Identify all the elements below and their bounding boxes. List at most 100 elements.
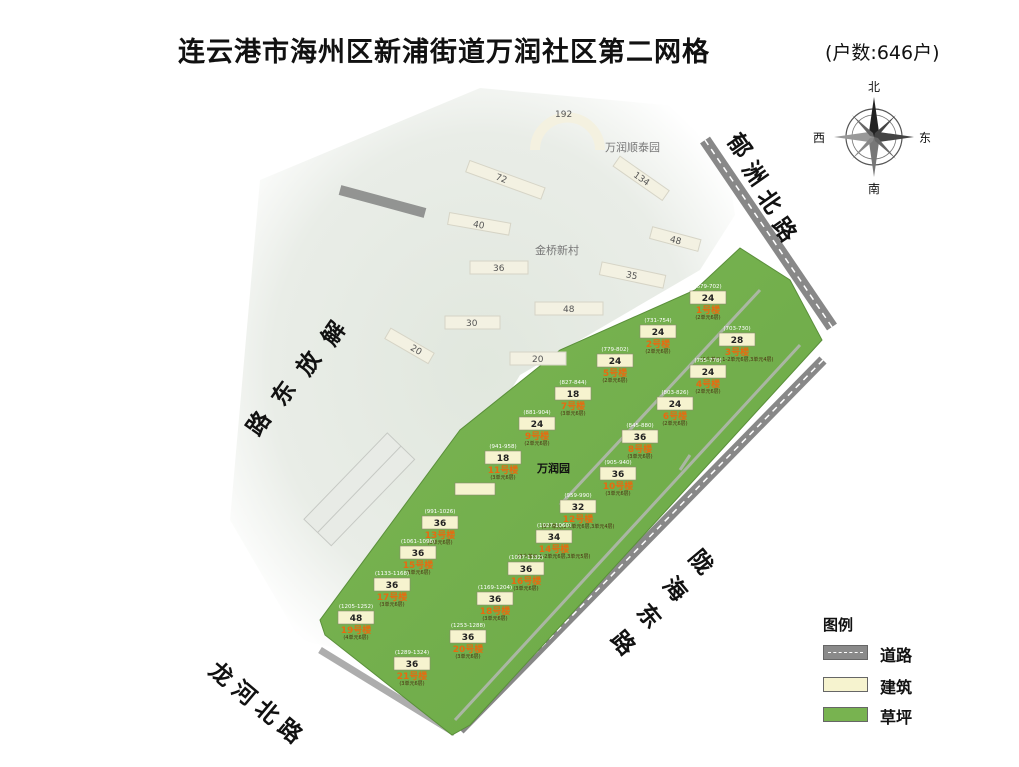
building-footprint <box>484 450 522 465</box>
svg-text:40: 40 <box>472 220 485 232</box>
building-units: (3单元6层) <box>560 410 585 417</box>
building-households: 36 <box>386 581 399 591</box>
legend-swatch-road <box>823 645 868 660</box>
building-footprint <box>718 332 756 347</box>
building-units: (3单元6层) <box>513 585 538 592</box>
neighbor-building: 20 <box>384 327 435 365</box>
neighbor-building: 40 <box>447 211 512 236</box>
building-households: 24 <box>702 294 715 304</box>
building-households: 36 <box>489 595 502 605</box>
svg-text:20: 20 <box>532 355 544 365</box>
road-label-char: 海 <box>657 572 692 607</box>
road-label-char: 东 <box>631 599 666 634</box>
building-name: 10号楼 <box>603 480 634 492</box>
building-range: (827-844) <box>559 380 586 386</box>
map-title: 连云港市海州区新浦街道万润社区第二网格 <box>178 37 710 68</box>
building-range: (1205-1252) <box>339 604 373 610</box>
road-label-char: 北 <box>249 695 283 730</box>
building-name: 9号楼 <box>525 430 549 442</box>
building-name: 5号楼 <box>603 367 627 379</box>
building-units: (3单元6层) <box>405 569 430 576</box>
building-households: 18 <box>567 390 580 400</box>
building-footprint <box>599 466 637 481</box>
building-range: (803-826) <box>661 390 688 396</box>
building-households: 36 <box>434 519 447 529</box>
road-label-char: 陇 <box>683 545 718 579</box>
area-label-jinqiao: 金桥新村 <box>535 243 579 257</box>
building-name: 8号楼 <box>628 443 652 455</box>
faded-neighborhood <box>230 88 735 650</box>
building-name: 4号楼 <box>696 378 720 390</box>
building-footprint <box>535 529 573 544</box>
legend-item-building: 建筑 <box>823 674 963 697</box>
building-households: 34 <box>548 533 561 543</box>
wanrun-buildings: (679-702)241号楼(2单元6层)(731-754)242号楼(2单元6… <box>337 284 774 687</box>
building-units: (2单元6层) <box>645 348 670 355</box>
building-households: 36 <box>412 549 425 559</box>
svg-text:48: 48 <box>563 305 575 315</box>
road-label-char: 路 <box>272 714 308 750</box>
compass-south: 南 <box>868 181 880 196</box>
compass-east: 东 <box>919 131 931 145</box>
building-units: (3单元6层) <box>399 680 424 687</box>
legend: 图例 道路 建筑 草坪 <box>820 612 970 732</box>
compass-west: 西 <box>813 131 825 145</box>
building-footprint <box>596 353 634 368</box>
building-range: (1253-1288) <box>451 623 485 629</box>
building-range: (1133-1168) <box>375 571 409 577</box>
legend-label-grass: 草坪 <box>880 708 913 727</box>
building-footprint <box>373 577 411 592</box>
legend-swatch-building <box>823 677 868 692</box>
building-units: (2单元6层) <box>695 314 720 321</box>
building-name: 7号楼 <box>561 400 585 412</box>
household-count: (户数:646户) <box>825 42 940 64</box>
building-name: 13号楼 <box>425 529 456 541</box>
area-label-shuntai: 万润顺泰园 <box>605 140 660 154</box>
building-range: (1289-1324) <box>395 650 429 656</box>
svg-text:30: 30 <box>466 319 478 329</box>
building-units: (2单元6层) <box>695 388 720 395</box>
building-units: (3单元6层) <box>482 615 507 622</box>
building-name: 1号楼 <box>696 304 720 316</box>
building-units: (3单元6层) <box>605 490 630 497</box>
building-name: 15号楼 <box>403 559 434 571</box>
building-name: 19号楼 <box>341 624 372 636</box>
building-name: 18号楼 <box>480 605 511 617</box>
building-footprint <box>421 515 459 530</box>
road-label-char: 河 <box>226 676 260 711</box>
building-footprint <box>399 545 437 560</box>
building-range: (881-904) <box>523 410 550 416</box>
building-range: (679-702) <box>694 284 721 290</box>
building-range: (845-880) <box>626 423 653 429</box>
building-units: (3单元6层) <box>627 453 652 460</box>
compass-rose: 北 南 东 西 <box>813 80 931 196</box>
building-range: (991-1026) <box>425 509 456 515</box>
svg-text:72: 72 <box>494 173 508 186</box>
building-range: (731-754) <box>644 318 671 324</box>
building-footprint <box>639 324 677 339</box>
neighbor-buildings: 192 72 134 40 48 36 35 48 <box>384 110 702 366</box>
building-units: (3单元6层) <box>490 474 515 481</box>
neighbor-building: 48 <box>534 301 604 316</box>
building-footprint <box>507 561 545 576</box>
building-units: (2单元6层) <box>602 377 627 384</box>
building-name: 6号楼 <box>663 410 687 422</box>
building-units: (3个单元,1-2单元6层,3单元4层) <box>542 523 615 530</box>
building-households: 36 <box>406 660 419 670</box>
building-range: (905-940) <box>604 460 631 466</box>
building-units: (3单元6层) <box>455 653 480 660</box>
building-name: 3号楼 <box>725 346 749 358</box>
building-name: 14号楼 <box>539 543 570 555</box>
building-households: 36 <box>634 433 647 443</box>
